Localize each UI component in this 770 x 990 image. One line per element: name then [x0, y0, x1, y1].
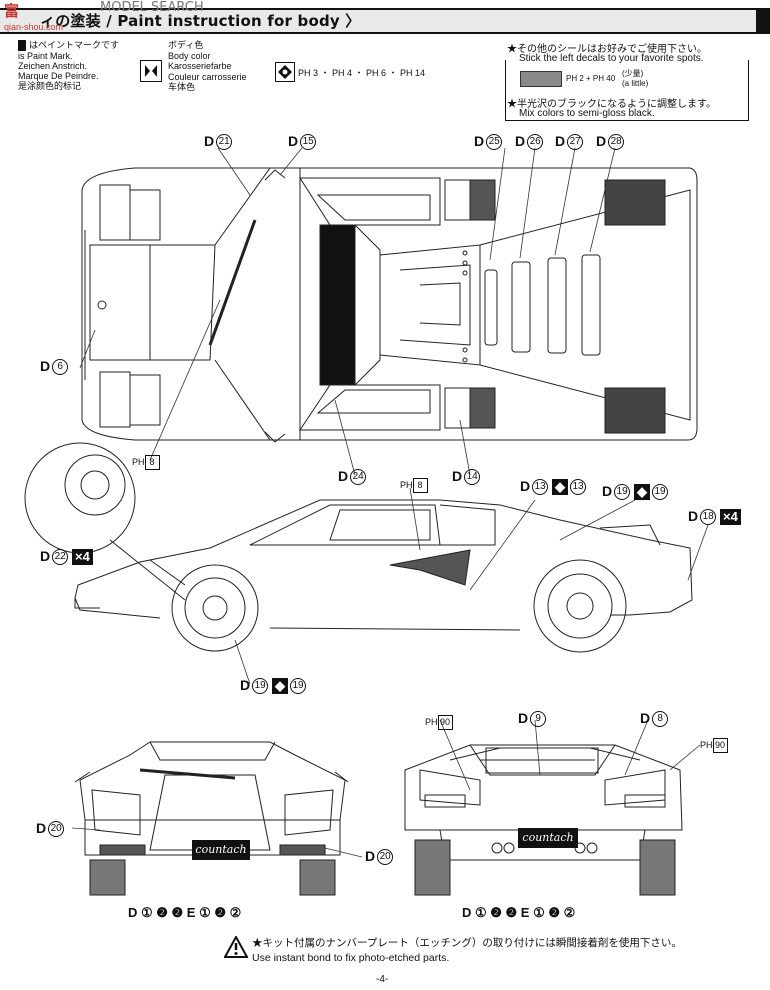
body-color-line: Couleur carrosserie [168, 71, 247, 82]
part-number: 9 [530, 711, 547, 728]
paint-mark-line: 是涂颜色的标记 [18, 81, 82, 91]
rear-view-car [404, 744, 683, 896]
body-color-line: 车体色 [168, 82, 196, 92]
part-number: 28 [608, 134, 625, 151]
part-number: 22 [52, 549, 69, 566]
part-number: 14 [464, 469, 481, 486]
note-decals-en: Stick the left decals to your favorite s… [519, 53, 704, 64]
top-view-car [81, 167, 698, 443]
swatch-en: (a little) [622, 79, 649, 88]
mix-icon: ◆ [552, 479, 569, 496]
mix-icon [275, 62, 295, 82]
wheel-detail-view [24, 442, 186, 601]
header-bar [0, 8, 770, 34]
paint-mark-legend: はペイントマークです is Paint Mark. Zeichen Anstri… [18, 40, 119, 91]
front-plate-badge: countach [192, 840, 250, 860]
paint-mark-line: Zeichen Anstrich. [18, 61, 88, 71]
note-gloss-en: Mix colors to semi-gloss black. [519, 108, 655, 119]
swatch-jp: (少量) [622, 69, 644, 78]
part-number: 90 [712, 738, 728, 753]
part-number: 19 [252, 678, 269, 695]
body-color-line: Karosseriefarbe [168, 61, 232, 71]
part-number: 90 [437, 715, 453, 730]
page-title: ィの塗装 / Paint instruction for body 〉 [40, 12, 361, 30]
paint-mark-line: is Paint Mark. [18, 51, 73, 61]
part-number: 8 [144, 455, 160, 470]
note-gloss-jp: ★半光沢のブラックになるように調整します。 [507, 99, 716, 110]
part-number: 6 [52, 359, 69, 376]
part-number: 21 [216, 134, 233, 151]
page-number: -4- [376, 974, 389, 985]
bottom-note-jp: ★キット付属のナンバープレート（エッチング）の取り付けには瞬間接着剤を使用下さい… [252, 937, 682, 949]
quantity-badge: ×4 [720, 509, 741, 526]
body-color-legend: ボディ色 Body color Karosseriefarbe Couleur … [168, 40, 247, 93]
rear-plate-badge: countach [518, 828, 578, 848]
watermark-text: MODEL SEARCH [100, 0, 204, 15]
part-number: 19 [614, 484, 631, 501]
warning-icon [223, 934, 249, 963]
paint-mark-icon [18, 40, 26, 51]
part-number: 20 [377, 849, 394, 866]
part-number: 18 [700, 509, 717, 526]
note-box [505, 60, 749, 121]
bottom-note: ★キット付属のナンバープレート（エッチング）の取り付けには瞬間接着剤を使用下さい… [252, 936, 682, 966]
body-color-line: ボディ色 [168, 40, 204, 50]
part-number: 19 [652, 484, 669, 501]
front-view-car [74, 741, 349, 896]
watermark-url: qian-shou.com [4, 22, 64, 32]
mix-icon: ◆ [634, 484, 651, 501]
callout-rear-plate: D ① ❷ ❷ E ① ❷ ② [462, 905, 576, 920]
part-number: 15 [300, 134, 317, 151]
watermark-logo: 富 [4, 2, 20, 20]
side-view-car [74, 499, 693, 653]
page-header: ィの塗装 / Paint instruction for body 〉 富 MO… [0, 0, 770, 34]
body-color-line: Body color [168, 50, 211, 61]
part-number: 8 [412, 478, 428, 493]
part-number: 20 [48, 821, 65, 838]
part-number: 27 [567, 134, 584, 151]
part-number: 8 [652, 711, 669, 728]
mix-icon: ◆ [272, 678, 289, 695]
body-color-icon [140, 60, 162, 82]
header-right-tab [756, 8, 770, 34]
paint-mark-line: Marque De Peindre. [18, 71, 99, 81]
part-number: 13 [532, 479, 549, 496]
part-number: 25 [486, 134, 503, 151]
note-decals-jp: ★その他のシールはお好みでご使用下さい。 [507, 44, 707, 55]
swatch-formula: PH 2 + PH 40 [566, 74, 616, 83]
gray-swatch [520, 71, 562, 87]
part-number: 24 [350, 469, 367, 486]
part-number: 19 [290, 678, 307, 695]
quantity-badge: ×4 [72, 549, 93, 566]
paint-mark-line: はペイントマークです [29, 40, 120, 50]
part-number: 13 [570, 479, 587, 496]
bottom-note-en: Use instant bond to fix photo-etched par… [252, 952, 450, 964]
callout-front-plate: D ① ❷ ❷ E ① ❷ ② [128, 905, 242, 920]
mix-formula: PH 3 ・ PH 4 ・ PH 6 ・ PH 14 [298, 68, 426, 78]
part-number: 26 [527, 134, 544, 151]
